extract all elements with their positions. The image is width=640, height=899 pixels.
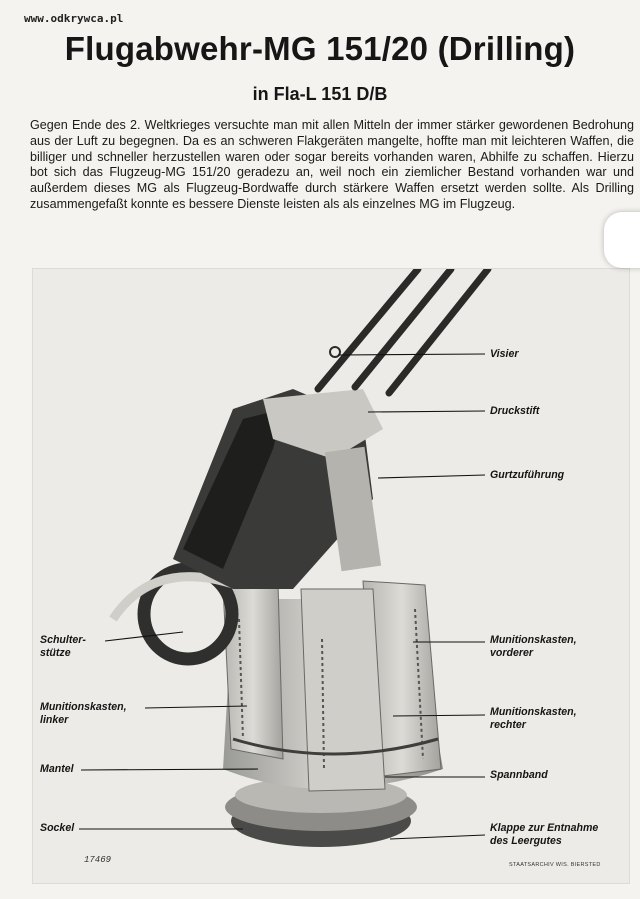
label-spannband: Spannband — [490, 769, 548, 781]
label-druckstift: Druckstift — [490, 405, 540, 417]
label-gurtzufuhrung: Gurtzuführung — [490, 469, 565, 481]
negative-number: 17469 — [84, 855, 112, 865]
label-schulterstutze: Schulter- stütze — [40, 634, 86, 659]
label-munitionskasten-rechter: Munitionskasten, rechter — [490, 706, 577, 731]
scroll-tab-button[interactable] — [604, 212, 640, 268]
label-klappe: Klappe zur Entnahme des Leergutes — [490, 822, 599, 847]
label-visier: Visier — [490, 348, 519, 360]
body-paragraph: Gegen Ende des 2. Weltkrieges versuchte … — [30, 118, 634, 211]
label-mantel: Mantel — [40, 763, 74, 775]
weapon-illustration — [79, 269, 492, 847]
label-munitionskasten-vorderer: Munitionskasten, vorderer — [490, 634, 577, 659]
page-title: Flugabwehr-MG 151/20 (Drilling) — [64, 30, 576, 67]
page-subtitle: in Fla-L 151 D/B — [252, 84, 388, 104]
label-munitionskasten-linker: Munitionskasten, linker — [40, 701, 127, 726]
label-sockel: Sockel — [40, 822, 75, 834]
photo-credit: STAATSARCHIV WIS. BIERSTED — [509, 862, 601, 868]
weapon-photo — [32, 268, 630, 884]
watermark: www.odkrywca.pl — [24, 12, 124, 25]
